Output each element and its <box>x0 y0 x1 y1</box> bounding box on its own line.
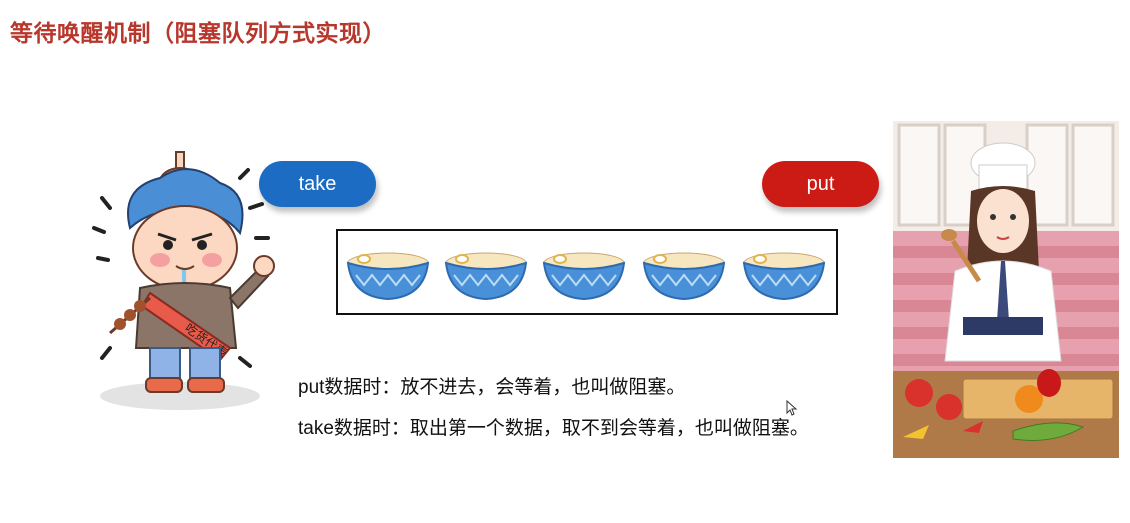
page-title: 等待唤醒机制（阻塞队列方式实现） <box>10 20 386 46</box>
take-label: take <box>298 172 337 195</box>
put-button[interactable]: put <box>762 161 879 207</box>
take-description: take数据时：取出第一个数据，取不到会等着，也叫做阻塞。 <box>298 418 809 439</box>
blocking-queue <box>336 229 838 315</box>
noodle-bowl-icon <box>542 252 626 301</box>
take-button[interactable]: take <box>259 161 376 207</box>
put-description: put数据时：放不进去，会等着，也叫做阻塞。 <box>298 377 686 398</box>
mouse-cursor-icon <box>786 400 798 416</box>
noodle-bowl-icon <box>742 252 826 301</box>
noodle-bowl-icon <box>444 252 528 301</box>
noodle-bowl-icon <box>642 252 726 301</box>
put-label: put <box>806 172 835 195</box>
foodie-character-illustration: 吃货代表 <box>92 151 275 410</box>
chef-illustration <box>893 121 1119 458</box>
noodle-bowl-icon <box>346 252 430 301</box>
